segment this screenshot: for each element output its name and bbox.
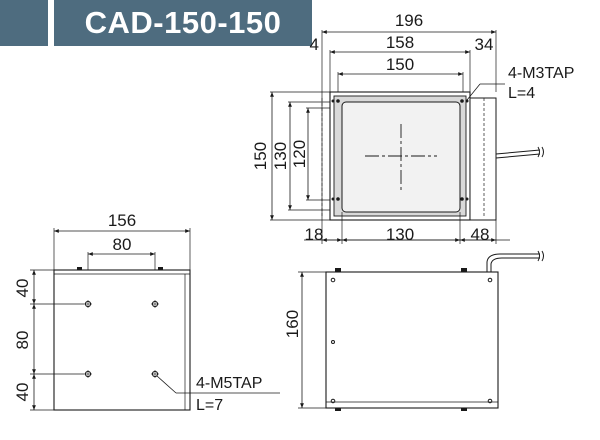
dim-front-height: 160 (283, 310, 302, 338)
dim-v-mid: 80 (13, 331, 32, 350)
model-title: CAD-150-150 (84, 5, 282, 40)
side-housing (53, 269, 191, 411)
dim-window: 150 (386, 55, 414, 74)
banner-accent-block (0, 0, 48, 46)
front-cable (486, 250, 544, 272)
front-view (298, 250, 544, 411)
dim-height-mid: 130 (271, 142, 290, 170)
dim-v-top: 40 (13, 279, 32, 298)
title-banner: CAD-150-150 (0, 0, 312, 46)
m5-tap-note-line2: L=7 (196, 397, 223, 414)
dim-housing: 158 (386, 33, 414, 52)
side-view (30, 228, 280, 411)
m5-tap-note-line1: 4-M5TAP (196, 375, 262, 392)
side-view-labels: 156 80 40 80 40 4-M5TAP L=7 (13, 211, 262, 414)
dim-hole-spacing: 80 (113, 235, 132, 254)
top-view (270, 30, 544, 244)
front-screws (330, 277, 493, 404)
front-housing (325, 271, 499, 409)
dim-height-outer: 150 (251, 142, 270, 170)
cable (495, 146, 544, 159)
dim-bottom-mid: 130 (386, 225, 414, 244)
cable-side-panel (469, 97, 497, 221)
dim-height-inner: 120 (290, 140, 309, 168)
dim-left-offset: 4 (310, 35, 319, 54)
dim-side-width: 156 (108, 211, 136, 230)
m5-tap-holes (84, 300, 159, 378)
dim-overall: 196 (395, 11, 423, 30)
dim-right-ext: 34 (475, 35, 494, 54)
dim-bottom-left: 18 (305, 225, 324, 244)
m3-tap-note-line2: L=4 (508, 85, 535, 102)
m3-tap-holes (331, 99, 469, 201)
dim-v-bottom: 40 (13, 383, 32, 402)
top-view-labels: 196 4 158 34 150 4-M3TAP L=4 150 130 120… (251, 11, 574, 244)
front-view-labels: 160 (283, 310, 302, 338)
m3-tap-note-line1: 4-M3TAP (508, 65, 574, 82)
banner-background (54, 0, 312, 46)
dim-bottom-right: 48 (471, 225, 490, 244)
